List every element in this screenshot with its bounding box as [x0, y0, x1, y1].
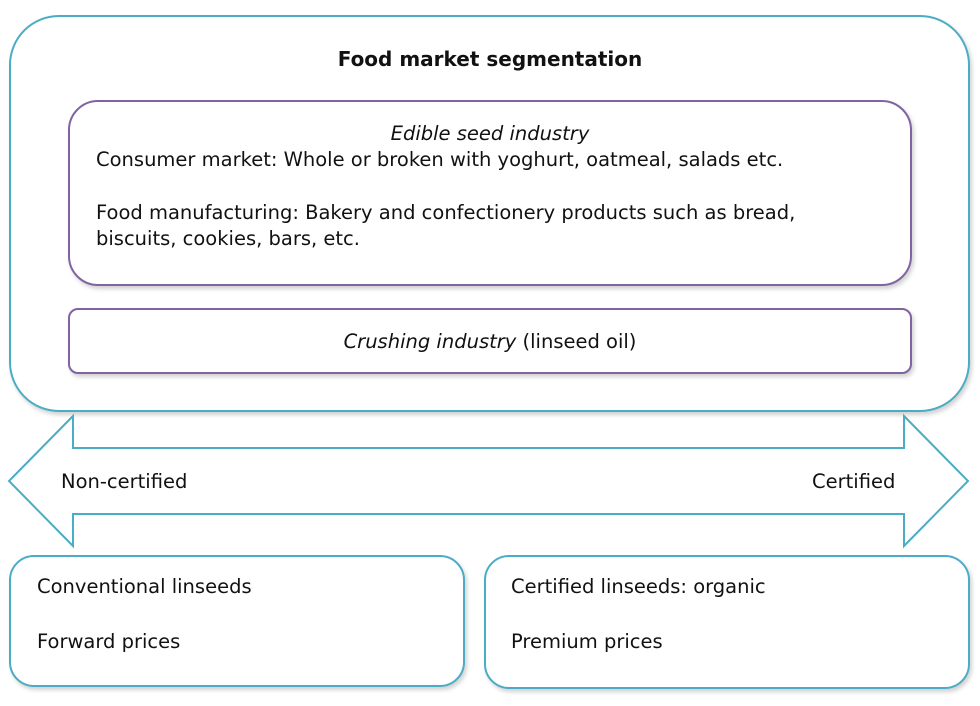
arrow-shape [7, 413, 970, 549]
food-manufacturing-text-line1: Food manufacturing: Bakery and confectio… [96, 201, 796, 224]
premium-prices-text: Premium prices [511, 630, 663, 653]
diagram-title: Food market segmentation [337, 47, 643, 71]
crushing-industry-name: Crushing industry [343, 330, 517, 353]
certified-linseeds-box: Certified linseeds: organic Premium pric… [484, 555, 970, 689]
forward-prices-text: Forward prices [37, 630, 181, 653]
crushing-industry-detail: (linseed oil) [516, 330, 637, 353]
edible-seed-heading: Edible seed industry [390, 122, 590, 145]
food-manufacturing-text-line2: biscuits, cookies, bars, etc. [96, 227, 360, 250]
certified-label: Certified [812, 470, 896, 493]
non-certified-label: Non-certified [61, 470, 188, 493]
consumer-market-text: Consumer market: Whole or broken with yo… [96, 148, 784, 171]
conventional-linseeds-box: Conventional linseeds Forward prices [9, 555, 465, 687]
edible-seed-industry-box: Edible seed industry Consumer market: Wh… [68, 100, 912, 286]
conventional-linseeds-text: Conventional linseeds [37, 575, 252, 598]
certified-linseeds-text: Certified linseeds: organic [511, 575, 766, 598]
crushing-industry-label: Crushing industry (linseed oil) [70, 330, 910, 353]
crushing-industry-box: Crushing industry (linseed oil) [68, 308, 912, 374]
